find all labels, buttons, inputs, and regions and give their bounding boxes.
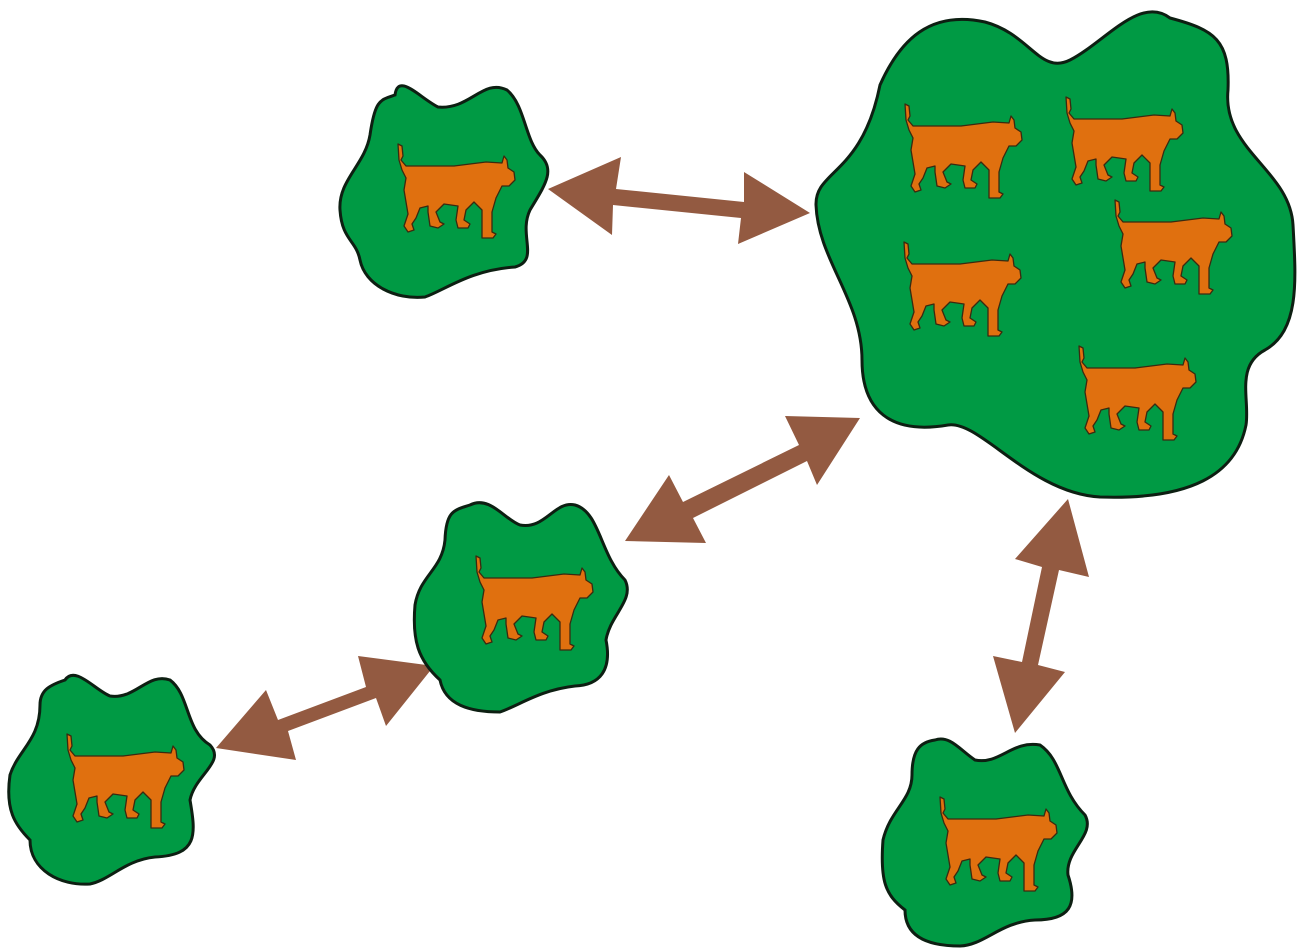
double-headed-arrow-icon (625, 416, 860, 543)
double-headed-arrow-icon (548, 157, 810, 244)
double-headed-arrow-icon (216, 656, 434, 760)
double-headed-arrow-icon (993, 499, 1089, 733)
habitat-patch-middle (414, 503, 627, 712)
habitat-patches (9, 12, 1295, 946)
habitat-patch-top-small (340, 86, 548, 298)
habitat-patch-large (816, 12, 1295, 497)
habitat-patch-bottom-left (9, 675, 215, 884)
habitat-patch-bottom-right (882, 739, 1087, 946)
